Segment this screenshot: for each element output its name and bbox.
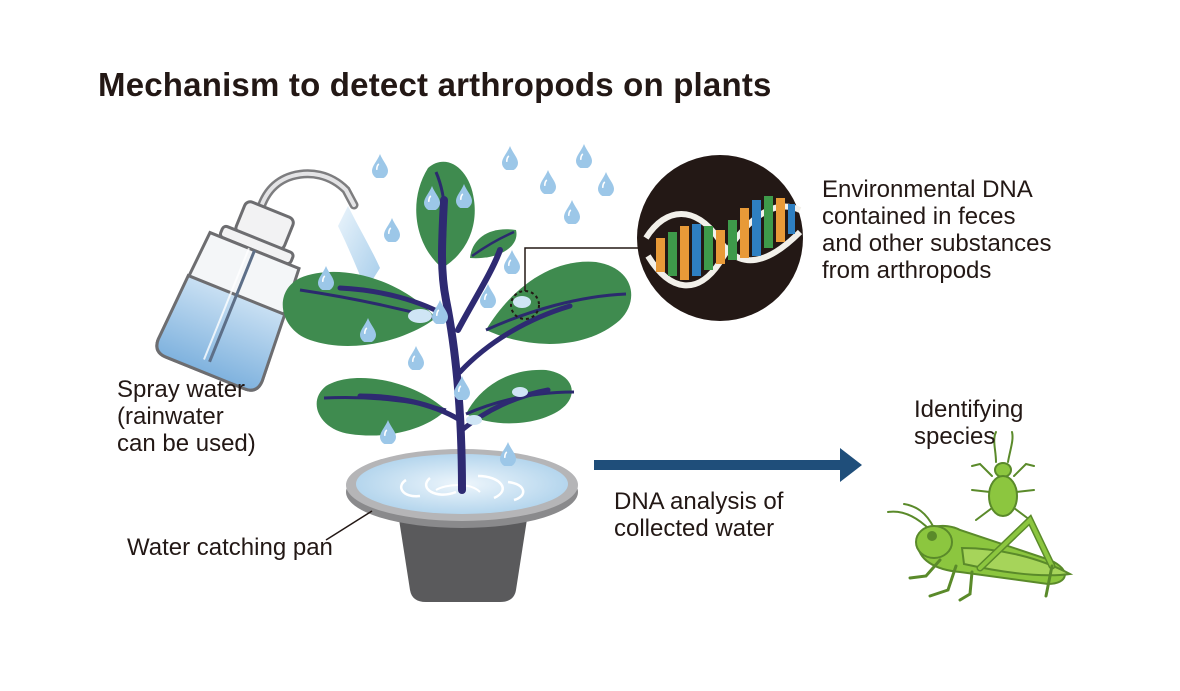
grasshopper-icon — [887, 503, 1074, 602]
label-line: can be used) — [117, 430, 256, 457]
label-line: contained in feces — [822, 203, 1016, 230]
label-line: Spray water — [117, 376, 246, 403]
label-environmental-dna: Environmental DNA contained in feces and… — [822, 176, 1052, 284]
label-line: Environmental DNA — [822, 176, 1033, 203]
dna-helix-icon — [637, 155, 803, 321]
label-line: Water catching pan — [127, 534, 333, 561]
label-identifying-species: Identifying species — [914, 396, 1023, 450]
sample-spot-marker — [510, 290, 540, 320]
spray-stream — [338, 206, 380, 290]
label-dna-analysis: DNA analysis of collected water — [614, 488, 783, 542]
callout-line — [524, 247, 648, 291]
arrow-right-icon — [594, 448, 862, 482]
label-line: collected water — [614, 515, 775, 542]
plant-icon — [282, 161, 632, 494]
label-water-catching-pan: Water catching pan — [127, 534, 333, 561]
aphid-icon — [971, 431, 1035, 521]
page-title: Mechanism to detect arthropods on plants — [98, 66, 772, 103]
label-spray-water: Spray water (rainwater can be used) — [117, 376, 256, 457]
label-line: (rainwater — [117, 403, 224, 430]
label-line: species — [914, 423, 996, 450]
label-line: and other substances — [822, 230, 1052, 257]
spray-bottle-icon — [155, 169, 359, 392]
label-line: DNA analysis of — [614, 488, 784, 515]
pan-pointer-line — [325, 510, 373, 541]
label-line: from arthropods — [822, 257, 992, 284]
label-line: Identifying — [914, 396, 1024, 423]
